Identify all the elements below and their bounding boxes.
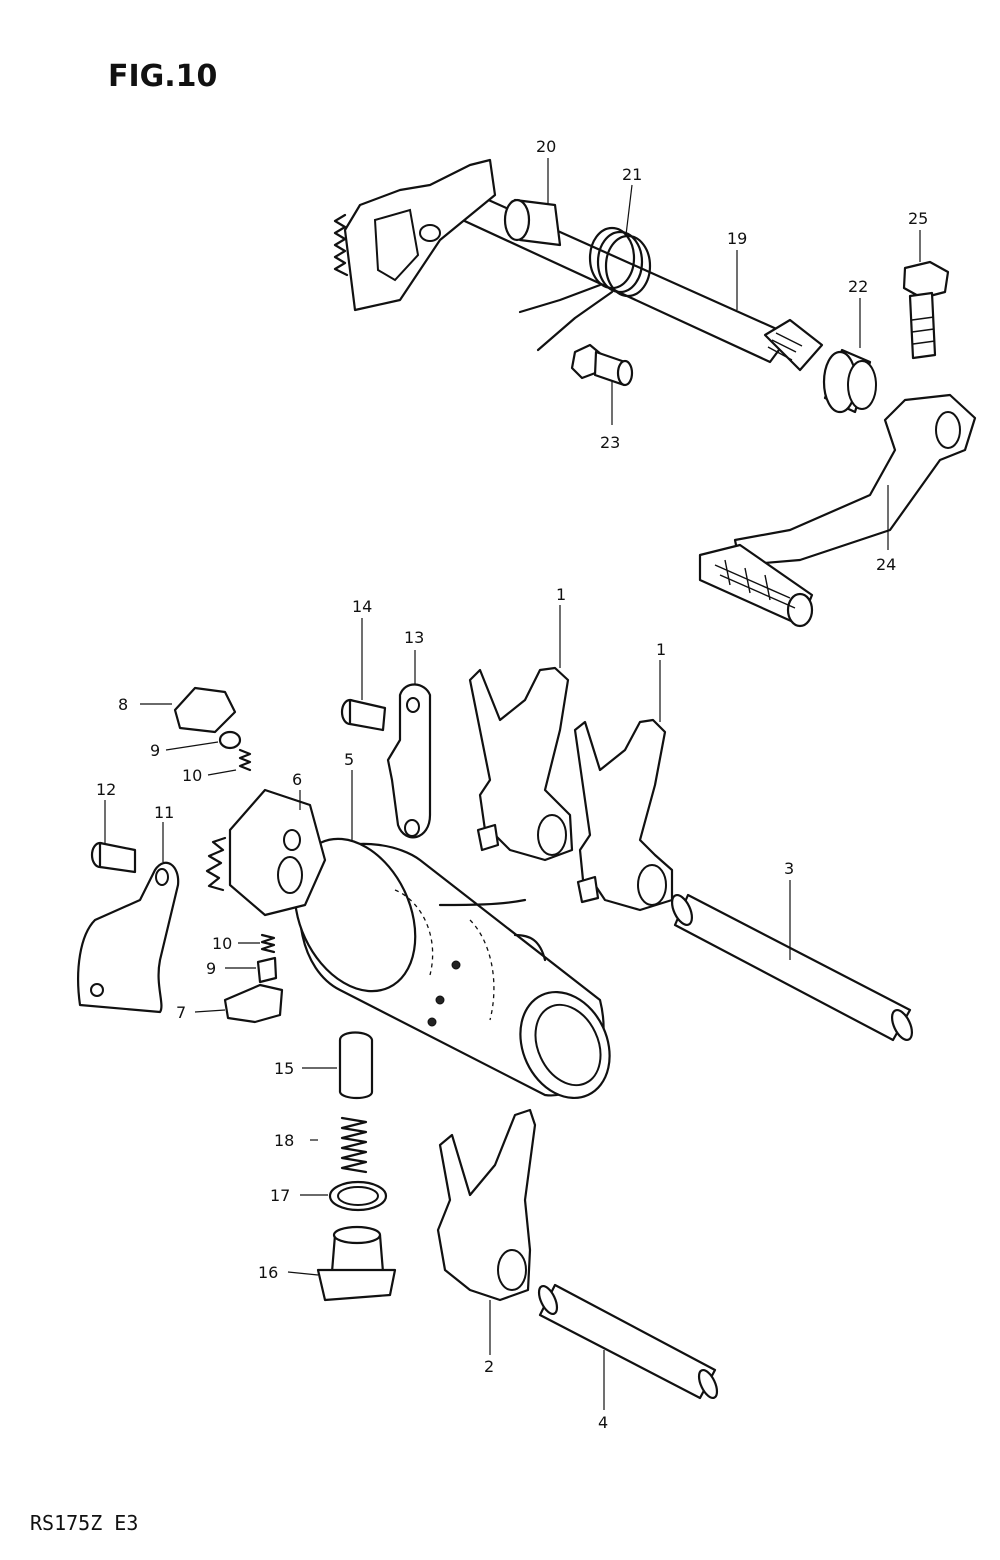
plug-16 xyxy=(316,1225,397,1302)
sector-window xyxy=(373,208,420,282)
bolt-25 xyxy=(902,260,950,360)
callout-23: 23 xyxy=(600,433,620,452)
shift-shaft xyxy=(428,183,792,364)
callout-14: 14 xyxy=(352,597,372,616)
sector-teeth xyxy=(333,213,349,277)
pin-9-lower xyxy=(256,956,278,984)
spring-10-lower xyxy=(260,933,276,954)
callout-2: 2 xyxy=(484,1357,494,1376)
callout-7: 7 xyxy=(176,1003,186,1022)
callout-18: 18 xyxy=(274,1131,294,1150)
callout-17: 17 xyxy=(270,1186,290,1205)
fork-shaft-3 xyxy=(670,893,914,1042)
callout-16: 16 xyxy=(258,1263,278,1282)
callout-10-upper: 10 xyxy=(182,766,202,785)
leader-lines xyxy=(104,158,921,1410)
callout-15: 15 xyxy=(274,1059,294,1078)
cam-stopper-lower xyxy=(223,983,284,1024)
spring-10-upper xyxy=(238,748,252,772)
callout-21: 21 xyxy=(622,165,642,184)
callout-1-upper: 1 xyxy=(556,585,566,604)
screw-12 xyxy=(90,841,137,874)
callout-8: 8 xyxy=(118,695,128,714)
gear-shift-lever xyxy=(698,393,977,628)
callout-25: 25 xyxy=(908,209,928,228)
callout-20: 20 xyxy=(536,137,556,156)
pin-9-upper xyxy=(218,730,242,750)
neutral-switch-pin xyxy=(338,1031,374,1100)
figure-title: FIG.10 xyxy=(108,59,217,94)
shift-fork-2 xyxy=(436,1108,537,1302)
oil-seal-22 xyxy=(822,348,877,414)
callout-22: 22 xyxy=(848,277,868,296)
spring-18 xyxy=(340,1116,368,1174)
callout-9-lower: 9 xyxy=(206,959,216,978)
callout-5: 5 xyxy=(344,750,354,769)
callout-numbers: 20 21 19 25 22 23 24 14 13 1 1 8 9 10 6 … xyxy=(96,137,928,1432)
callout-11: 11 xyxy=(154,803,174,822)
cam-stopper xyxy=(173,686,237,734)
callout-1-lower: 1 xyxy=(656,640,666,659)
cam-driven-gear xyxy=(205,788,327,917)
callout-13: 13 xyxy=(404,628,424,647)
cam-plate xyxy=(386,683,432,839)
cam-guide-plate xyxy=(77,861,180,1014)
callout-19: 19 xyxy=(727,229,747,248)
return-spring xyxy=(518,226,652,352)
callout-4: 4 xyxy=(598,1413,608,1432)
gear-shift-cam xyxy=(293,837,611,1100)
shift-fork-1-lower xyxy=(573,718,674,912)
callout-6: 6 xyxy=(292,770,302,789)
callout-12: 12 xyxy=(96,780,116,799)
stopper-bolt-23 xyxy=(570,343,634,387)
fork-shaft-4 xyxy=(537,1283,719,1400)
callout-24: 24 xyxy=(876,555,896,574)
screw-14 xyxy=(340,698,387,732)
callout-10-lower: 10 xyxy=(212,934,232,953)
callout-9-upper: 9 xyxy=(150,741,160,760)
gear-shift-shaft-assembly xyxy=(333,158,824,372)
callout-3: 3 xyxy=(784,859,794,878)
shift-fork-1-upper xyxy=(468,666,574,862)
figure-footer: RS175Z E3 xyxy=(30,1511,138,1535)
